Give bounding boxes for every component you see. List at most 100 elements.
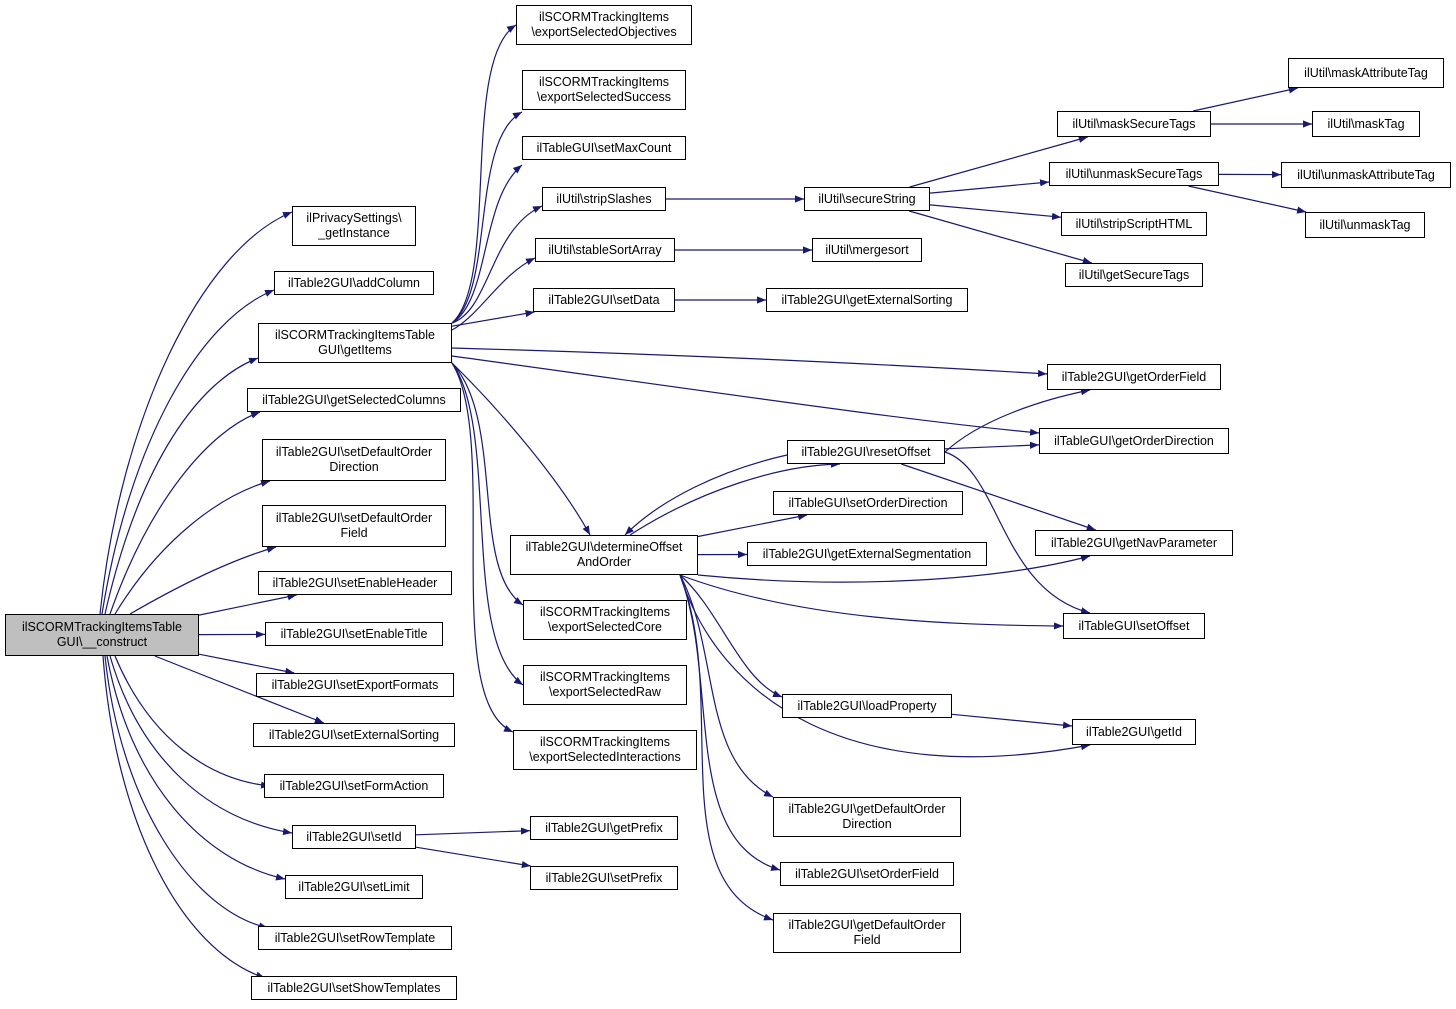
- node-getDefaultOrderField[interactable]: ilTable2GUI\getDefaultOrder Field: [773, 913, 961, 953]
- node-getItems[interactable]: ilSCORMTrackingItemsTable GUI\getItems: [258, 323, 452, 363]
- node-setOrderField[interactable]: ilTable2GUI\setOrderField: [780, 862, 954, 886]
- node-secureString[interactable]: ilUtil\secureString: [804, 187, 930, 211]
- node-exportSelectedRaw[interactable]: ilSCORMTrackingItems \exportSelectedRaw: [523, 665, 687, 705]
- node-getExternalSorting[interactable]: ilTable2GUI\getExternalSorting: [766, 288, 968, 312]
- edge-construct-to-setId: [109, 655, 293, 836]
- node-maskSecureTags[interactable]: ilUtil\maskSecureTags: [1057, 111, 1211, 137]
- node-getPrefix[interactable]: ilTable2GUI\getPrefix: [530, 816, 678, 840]
- node-setOrderDirection[interactable]: ilTableGUI\setOrderDirection: [773, 491, 963, 515]
- node-setDefaultOrderDirection[interactable]: ilTable2GUI\setDefaultOrder Direction: [262, 439, 446, 481]
- edge-setId-to-setPrefix: [415, 846, 531, 869]
- edge-resetOffset-to-getOrderField: [944, 388, 1091, 453]
- node-unmaskSecureTags[interactable]: ilUtil\unmaskSecureTags: [1049, 162, 1219, 186]
- edge-construct-to-setEnableHeader: [198, 593, 297, 616]
- edge-construct-to-setExportFormats: [198, 653, 295, 675]
- edge-determineOffsetAndOrder-to-getDefaultOrderDirection: [679, 574, 774, 798]
- edge-determineOffsetAndOrder-to-getNavParameter: [697, 554, 1091, 583]
- node-determineOffsetAndOrder[interactable]: ilTable2GUI\determineOffset AndOrder: [510, 535, 698, 575]
- node-getSecureTags[interactable]: ilUtil\getSecureTags: [1065, 263, 1203, 287]
- edge-determineOffsetAndOrder-to-loadProperty: [679, 574, 783, 698]
- edge-resetOffset-to-getNavParameter: [901, 463, 1096, 531]
- edge-resetOffset-to-setOffset: [944, 451, 1091, 615]
- edge-getItems-to-exportSelectedCore: [451, 362, 524, 606]
- node-unmaskAttributeTag[interactable]: ilUtil\unmaskAttributeTag: [1281, 162, 1451, 188]
- node-setEnableHeader[interactable]: ilTable2GUI\setEnableHeader: [258, 571, 452, 595]
- node-getOrderDirection[interactable]: ilTableGUI\getOrderDirection: [1039, 428, 1229, 454]
- edge-construct-to-getInstance: [99, 211, 293, 615]
- edge-getItems-to-stripSlashes: [451, 205, 543, 324]
- edge-unmaskSecureTags-to-unmaskTag: [1188, 185, 1307, 214]
- edge-getItems-to-setData: [451, 309, 535, 327]
- node-maskTag[interactable]: ilUtil\maskTag: [1312, 111, 1420, 137]
- edge-construct-to-setFormAction: [114, 655, 271, 789]
- node-setOffset[interactable]: ilTableGUI\setOffset: [1063, 613, 1205, 639]
- edge-determineOffsetAndOrder-to-setOrderDirection: [697, 513, 808, 538]
- edge-construct-to-setDefaultOrderDirection: [114, 479, 271, 615]
- node-resetOffset[interactable]: ilTable2GUI\resetOffset: [787, 440, 945, 464]
- edge-construct-to-getItems: [104, 357, 259, 615]
- node-maskAttributeTag[interactable]: ilUtil\maskAttributeTag: [1288, 58, 1444, 88]
- node-setLimit[interactable]: ilTable2GUI\setLimit: [285, 875, 423, 899]
- node-getDefaultOrderDirection[interactable]: ilTable2GUI\getDefaultOrder Direction: [773, 797, 961, 837]
- edge-getItems-to-getOrderDirection: [451, 355, 1040, 436]
- edge-setId-to-getPrefix: [415, 827, 531, 836]
- edge-determineOffsetAndOrder-to-setOffset: [679, 574, 1064, 630]
- edge-getItems-to-setMaxCount: [451, 164, 523, 324]
- edge-construct-to-setShowTemplates: [102, 655, 266, 979]
- node-stripScriptHTML[interactable]: ilUtil\stripScriptHTML: [1061, 212, 1207, 236]
- edge-getItems-to-exportSelectedObjectives: [451, 24, 517, 324]
- node-getInstance[interactable]: ilPrivacySettings\ _getInstance: [292, 206, 416, 246]
- node-exportSelectedObjectives[interactable]: ilSCORMTrackingItems \exportSelectedObje…: [516, 5, 692, 45]
- node-exportSelectedInteractions[interactable]: ilSCORMTrackingItems \exportSelectedInte…: [513, 730, 697, 770]
- edge-construct-to-addColumn: [101, 289, 275, 615]
- edge-getItems-to-determineOffsetAndOrder: [451, 362, 591, 536]
- edge-secureString-to-getSecureTags: [909, 210, 1092, 264]
- node-getExternalSegmentation[interactable]: ilTable2GUI\getExternalSegmentation: [747, 542, 987, 566]
- node-setShowTemplates[interactable]: ilTable2GUI\setShowTemplates: [251, 976, 457, 1000]
- edge-determineOffsetAndOrder-to-resetOffset: [629, 460, 841, 536]
- node-exportSelectedCore[interactable]: ilSCORMTrackingItems \exportSelectedCore: [523, 600, 687, 640]
- node-getOrderField[interactable]: ilTable2GUI\getOrderField: [1047, 364, 1221, 390]
- node-setEnableTitle[interactable]: ilTable2GUI\setEnableTitle: [265, 622, 443, 646]
- edge-maskSecureTags-to-maskAttributeTag: [1192, 86, 1298, 112]
- node-stripSlashes[interactable]: ilUtil\stripSlashes: [542, 187, 666, 211]
- edge-construct-to-setRowTemplate: [104, 655, 269, 930]
- edge-resetOffset-to-determineOffsetAndOrder: [624, 454, 788, 536]
- node-getId[interactable]: ilTable2GUI\getId: [1072, 719, 1196, 745]
- node-stableSortArray[interactable]: ilUtil\stableSortArray: [535, 238, 675, 262]
- edge-construct-to-setExternalSorting: [154, 655, 325, 724]
- node-setExternalSorting[interactable]: ilTable2GUI\setExternalSorting: [253, 723, 455, 747]
- edge-secureString-to-unmaskSecureTags: [929, 179, 1050, 194]
- node-setPrefix[interactable]: ilTable2GUI\setPrefix: [530, 866, 678, 890]
- node-construct[interactable]: ilSCORMTrackingItemsTable GUI\__construc…: [5, 614, 199, 656]
- node-setFormAction[interactable]: ilTable2GUI\setFormAction: [264, 774, 444, 798]
- node-getNavParameter[interactable]: ilTable2GUI\getNavParameter: [1035, 530, 1233, 556]
- node-loadProperty[interactable]: ilTable2GUI\loadProperty: [782, 694, 952, 718]
- node-exportSelectedSuccess[interactable]: ilSCORMTrackingItems \exportSelectedSucc…: [522, 70, 686, 110]
- edge-construct-to-getSelectedColumns: [109, 411, 261, 615]
- node-setDefaultOrderField[interactable]: ilTable2GUI\setDefaultOrder Field: [262, 505, 446, 547]
- edge-determineOffsetAndOrder-to-getId: [679, 574, 1091, 758]
- edge-getItems-to-getOrderField: [451, 347, 1048, 378]
- node-getSelectedColumns[interactable]: ilTable2GUI\getSelectedColumns: [247, 388, 461, 412]
- node-addColumn[interactable]: ilTable2GUI\addColumn: [274, 271, 434, 295]
- node-unmaskTag[interactable]: ilUtil\unmaskTag: [1305, 212, 1425, 238]
- node-setData[interactable]: ilTable2GUI\setData: [533, 288, 675, 312]
- edge-getItems-to-exportSelectedInteractions: [451, 362, 514, 733]
- edge-secureString-to-maskSecureTags: [909, 135, 1088, 188]
- node-setId[interactable]: ilTable2GUI\setId: [292, 825, 416, 849]
- edge-getItems-to-exportSelectedRaw: [451, 362, 524, 686]
- edge-determineOffsetAndOrder-to-getDefaultOrderField: [679, 574, 774, 921]
- node-setMaxCount[interactable]: ilTableGUI\setMaxCount: [522, 136, 686, 160]
- node-setRowTemplate[interactable]: ilTable2GUI\setRowTemplate: [258, 926, 452, 950]
- node-mergesort[interactable]: ilUtil\mergesort: [812, 238, 922, 262]
- edge-getItems-to-exportSelectedSuccess: [451, 111, 523, 324]
- edge-secureString-to-stripScriptHTML: [929, 204, 1062, 220]
- node-setExportFormats[interactable]: ilTable2GUI\setExportFormats: [256, 673, 454, 697]
- edge-resetOffset-to-getOrderDirection: [944, 441, 1040, 450]
- edge-construct-to-setDefaultOrderField: [129, 545, 277, 615]
- edge-loadProperty-to-getId: [951, 713, 1073, 729]
- edge-determineOffsetAndOrder-to-setOrderField: [679, 574, 781, 871]
